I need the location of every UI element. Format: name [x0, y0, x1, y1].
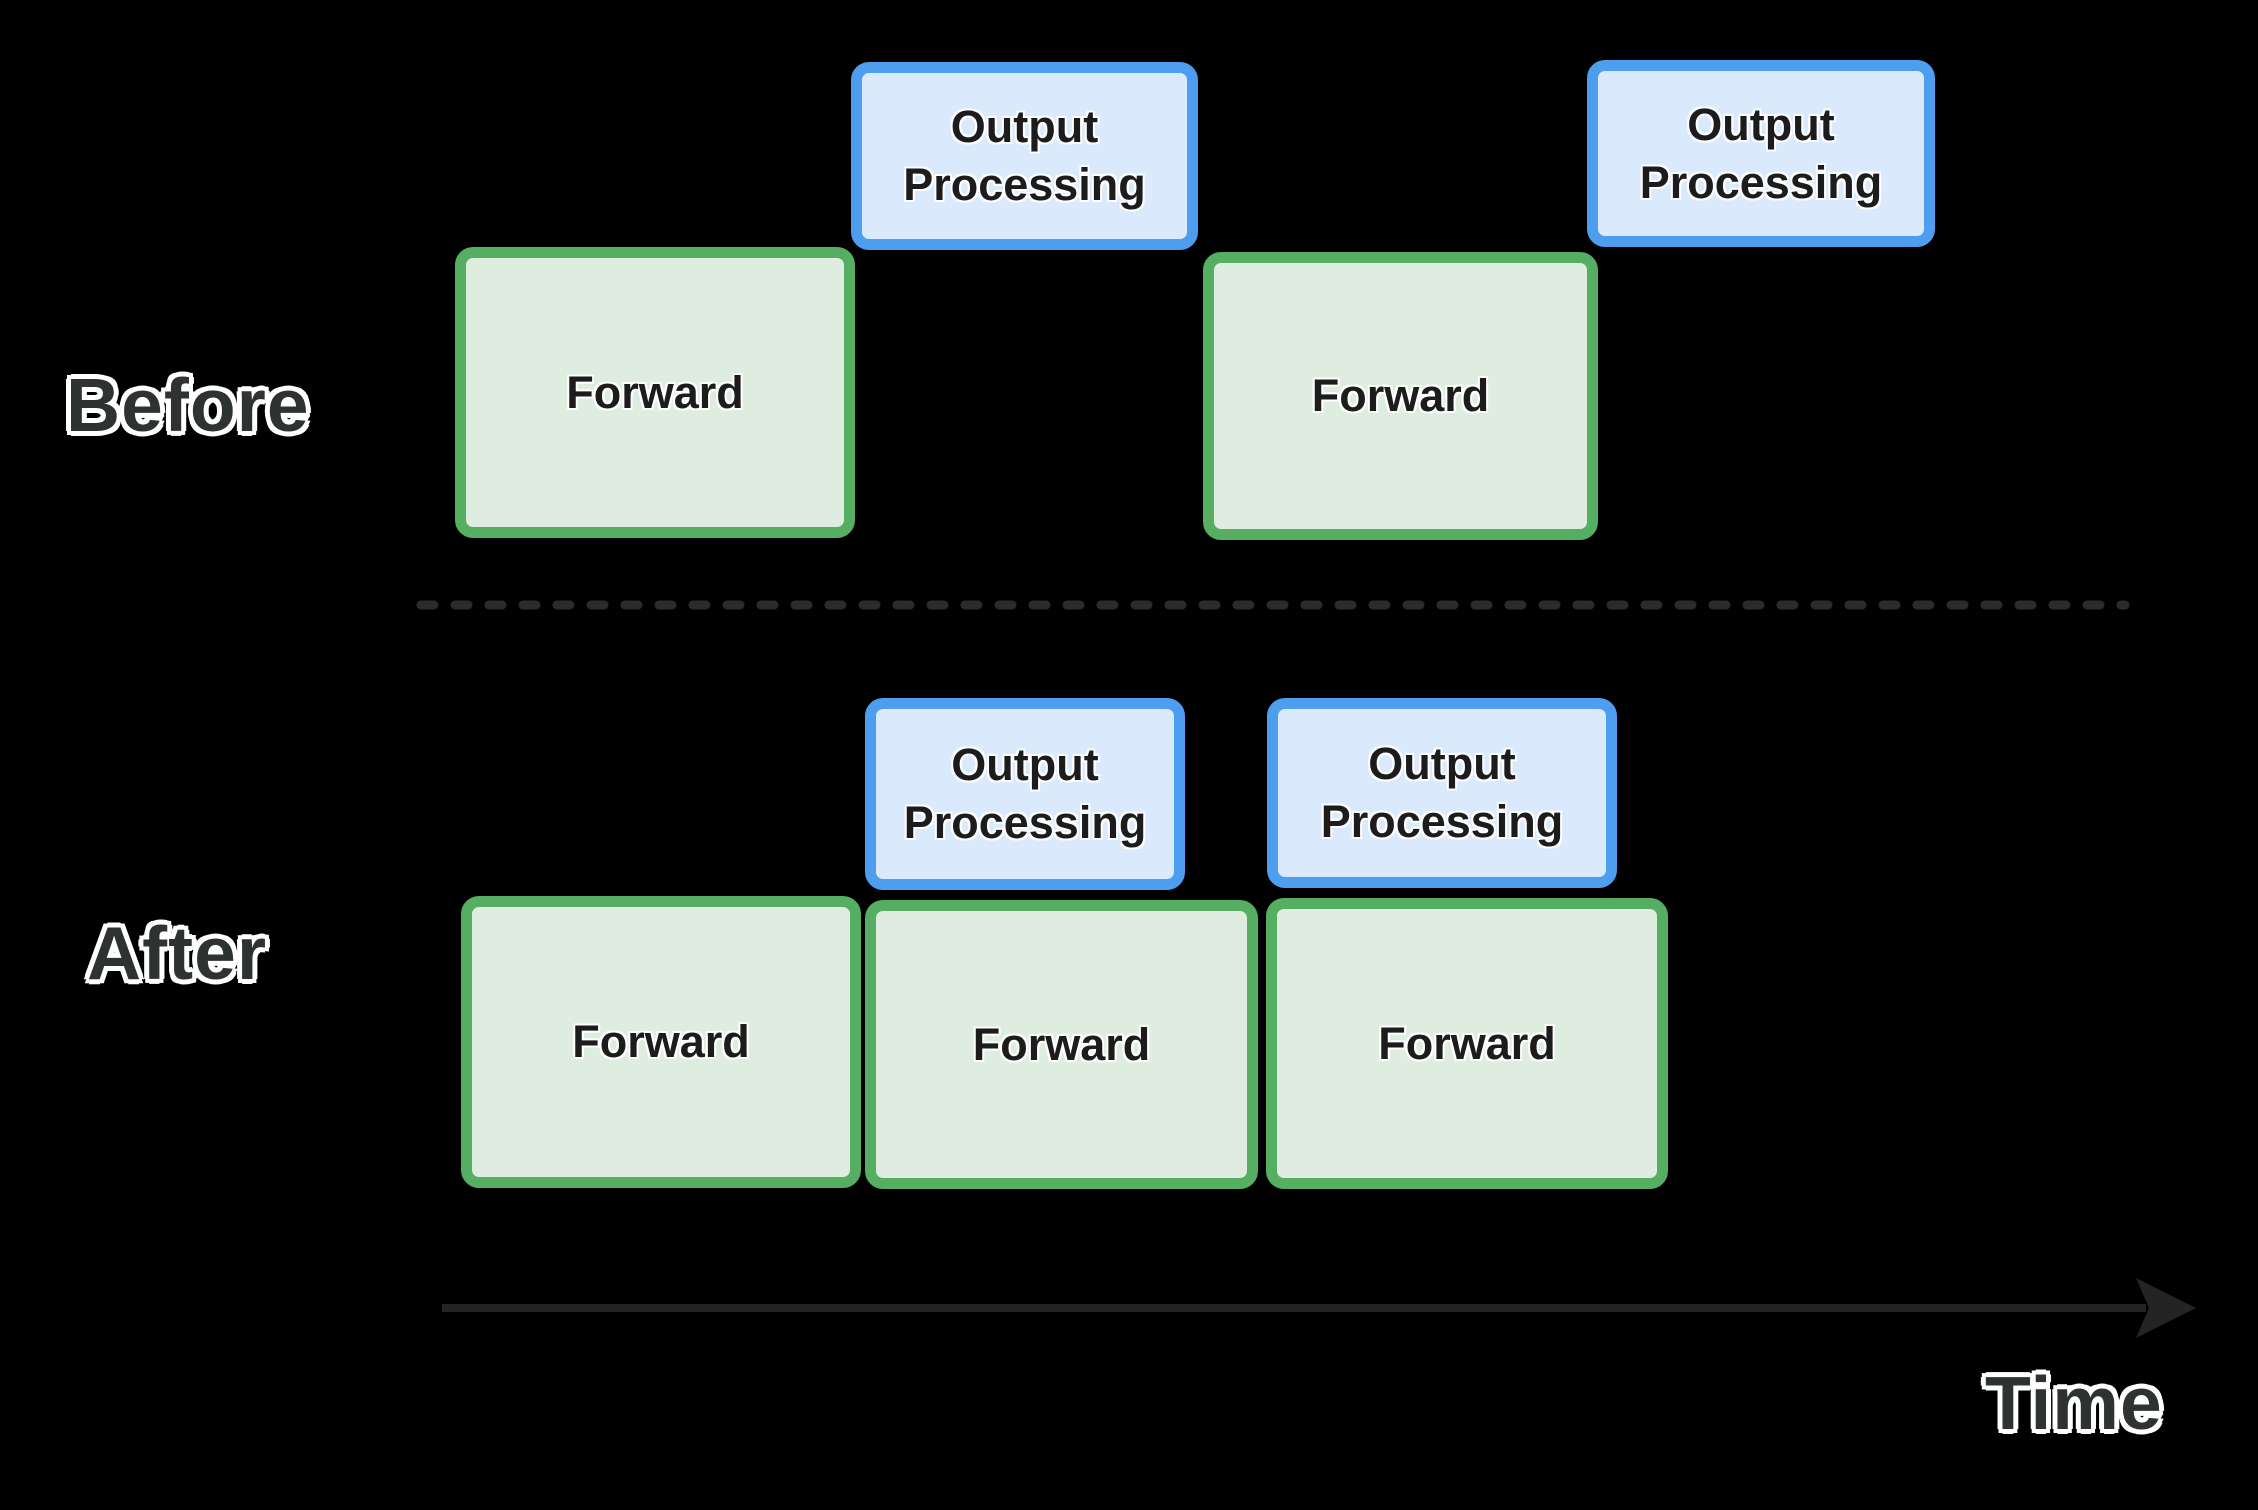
block-label: Output Processing [903, 739, 1147, 848]
section-divider-dashed-line [416, 600, 2130, 610]
block-label: Forward [1378, 1017, 1556, 1069]
after-output-processing-2-block: Output Processing [1267, 698, 1617, 888]
before-forward-2-block: Forward [1203, 252, 1598, 540]
time-axis-label: Time [1985, 1361, 2163, 1445]
block-label: Forward [566, 366, 744, 418]
block-label: Output Processing [1639, 98, 1883, 208]
after-row-label: After [87, 911, 268, 995]
block-label: Forward [1311, 370, 1490, 422]
block-label: Output Processing [903, 101, 1146, 210]
after-forward-3-block: Forward [1266, 898, 1668, 1189]
before-row-label: Before [66, 363, 310, 447]
after-forward-2-block: Forward [865, 900, 1258, 1189]
after-output-processing-1-block: Output Processing [865, 698, 1185, 890]
after-forward-1-block: Forward [461, 896, 861, 1188]
before-output-processing-2-block: Output Processing [1587, 60, 1935, 247]
before-forward-1-block: Forward [455, 247, 855, 538]
time-axis-arrow [442, 1278, 2196, 1338]
block-label: Forward [572, 1016, 750, 1068]
block-label: Output Processing [1320, 738, 1564, 847]
before-output-processing-1-block: Output Processing [851, 62, 1198, 250]
block-label: Forward [972, 1018, 1151, 1070]
